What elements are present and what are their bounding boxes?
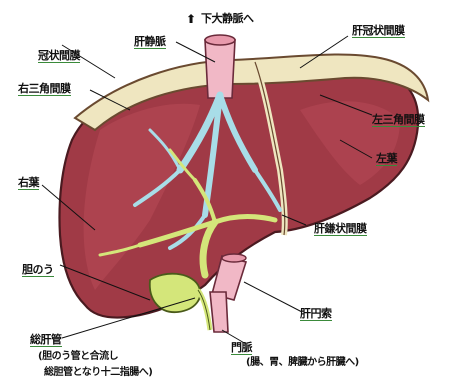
portal-vein-label: 門脈 xyxy=(231,342,252,355)
left-triangular-lig-top-label: 肝冠状間膜 xyxy=(352,25,405,38)
ivc-label: 下大静脈へ xyxy=(201,13,254,24)
right-triangular-lig-label: 右三角間膜 xyxy=(18,83,71,96)
common-bile-duct-label: 総肝管 xyxy=(30,334,62,347)
falciform-lig-label: 肝鎌状間膜 xyxy=(314,223,367,236)
up-arrow-icon: ⬆ xyxy=(186,13,196,25)
round-ligament-label: 肝円索 xyxy=(300,308,332,321)
left-lobe-label: 左葉 xyxy=(376,153,397,166)
inferior-vena-cava xyxy=(205,40,235,98)
gallbladder-label: 胆のう xyxy=(22,264,54,277)
common-bile-duct-note-2: 総胆管となり十二指腸へ) xyxy=(44,368,152,378)
hepatic-vein-label: 肝静脈 xyxy=(134,36,166,49)
portal-vein-trunk xyxy=(210,292,228,332)
gallbladder-shape xyxy=(150,274,200,313)
common-bile-duct-note-1: (胆のう管と合流し xyxy=(38,352,118,362)
right-lobe-label: 右葉 xyxy=(18,177,39,190)
left-triangular-lig-label: 左三角間膜 xyxy=(372,114,425,127)
portal-vein-note: (腸、胃、脾臓から肝臓へ) xyxy=(246,358,359,368)
coronary-ligament-label: 冠状間膜 xyxy=(38,50,80,63)
